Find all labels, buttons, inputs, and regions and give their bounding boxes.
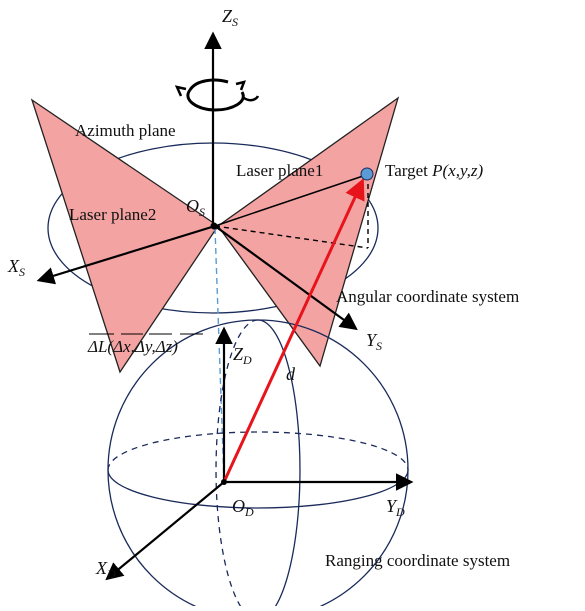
- ys-axis: [214, 225, 358, 331]
- sphere-equator-back: [107, 431, 409, 471]
- origin-link-dash: [214, 227, 225, 483]
- ys-axis-label: YS: [366, 330, 382, 353]
- sphere-equator-front: [107, 469, 409, 509]
- xd-axis: [105, 481, 225, 581]
- sphere-meridian-back: [215, 319, 259, 611]
- origin-os-point: [210, 222, 218, 230]
- xs-axis: [36, 224, 216, 285]
- target-line: [214, 174, 367, 227]
- angular-system-label: Angular coordinate system: [336, 287, 519, 306]
- yd-axis-label: YD: [386, 496, 405, 519]
- laser-plane-2: [30, 98, 219, 374]
- distance-label: d: [286, 364, 296, 384]
- target-label: Target P(x,y,z): [385, 161, 483, 180]
- range-vector-d: [222, 178, 365, 483]
- laser-plane-2-label: Laser plane2: [69, 205, 156, 224]
- laser-plane-1: [217, 96, 400, 368]
- origin-od-point: [221, 479, 227, 485]
- os-origin-label: OS: [186, 196, 205, 219]
- projection-dash-1: [214, 225, 369, 249]
- xd-axis-label: XD: [95, 558, 116, 581]
- zs-axis-label: ZS: [222, 6, 238, 29]
- azimuth-plane-label: Azimuth plane: [75, 121, 176, 140]
- rotation-arrow-icon: [174, 78, 260, 112]
- ranging-system-label: Ranging coordinate system: [325, 551, 510, 570]
- xs-axis-label: XS: [7, 256, 25, 279]
- target-point: [360, 167, 374, 181]
- od-origin-label: OD: [232, 496, 254, 519]
- laser-plane-1-label: Laser plane1: [236, 161, 323, 180]
- zd-axis-label: ZD: [233, 344, 252, 367]
- offset-vector-label: ΔL(Δx,Δy,Δz): [87, 337, 178, 356]
- sphere-meridian-front: [257, 319, 301, 611]
